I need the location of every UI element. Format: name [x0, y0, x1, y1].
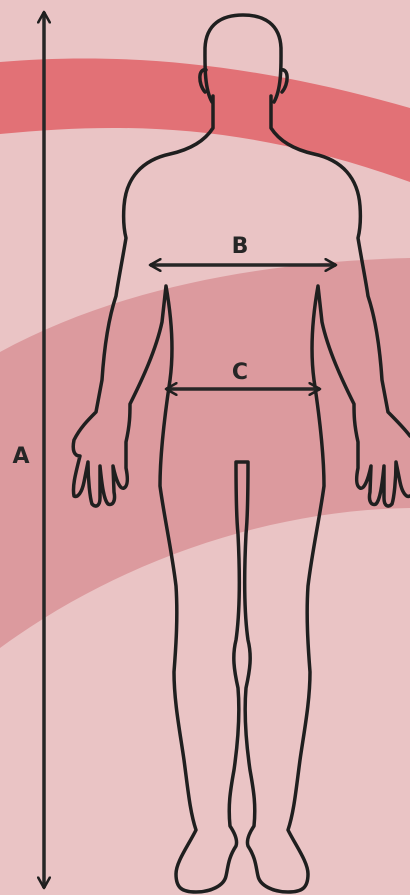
- height-label: A: [12, 444, 29, 469]
- chest-label: B: [232, 234, 249, 259]
- waist-label: C: [232, 360, 248, 385]
- lower-band: [0, 258, 410, 648]
